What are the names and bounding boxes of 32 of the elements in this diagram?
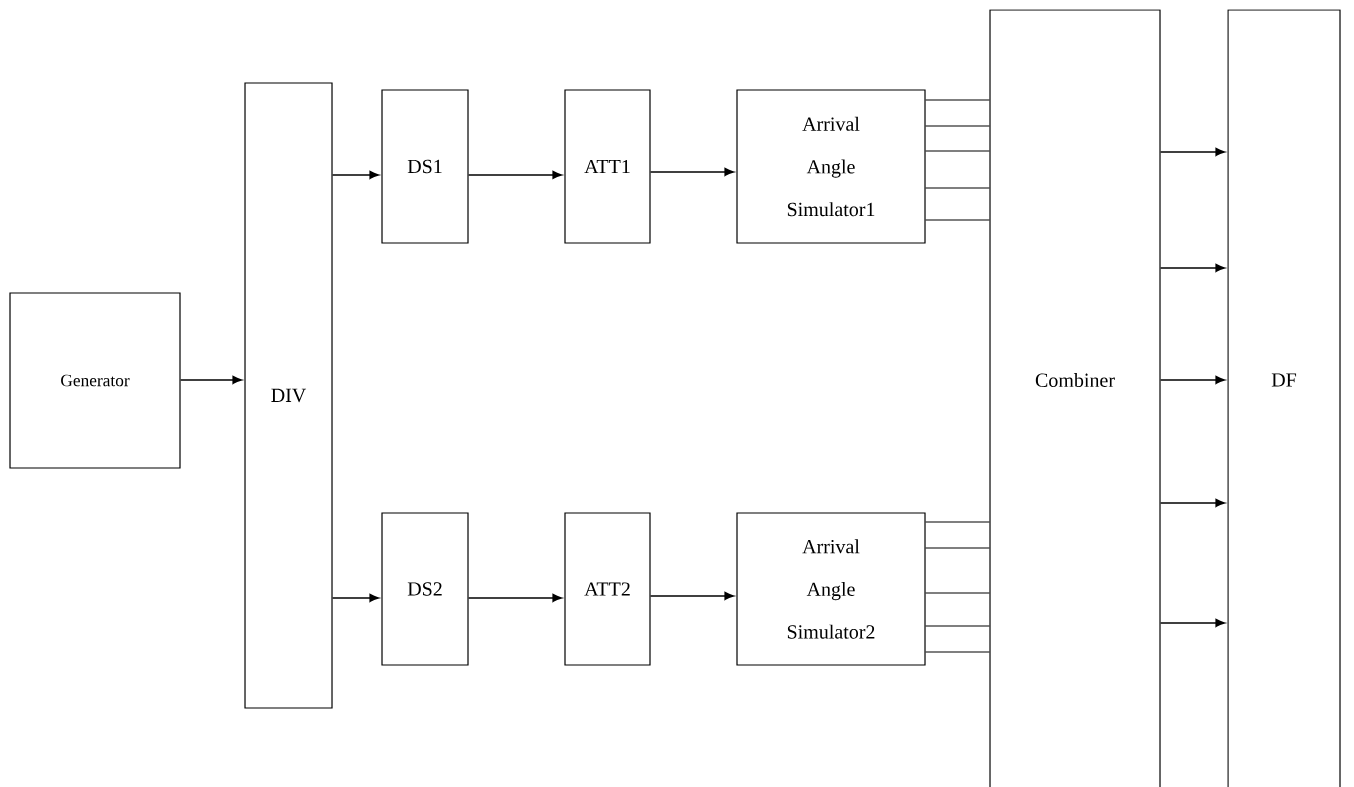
arrow (1159, 264, 1225, 272)
process-box: Arrival Angle Simulator1 (736, 89, 926, 244)
process-box: Combiner (989, 9, 1161, 787)
process-box: DF (1227, 9, 1341, 787)
connector-line (925, 651, 990, 653)
process-box: DIV (244, 82, 333, 709)
connector-line (925, 592, 990, 594)
connector-line (925, 125, 990, 127)
process-box: ATT1 (564, 89, 651, 244)
arrow (1159, 619, 1225, 627)
process-box: DS1 (381, 89, 469, 244)
connector-line (925, 150, 990, 152)
arrow (649, 592, 734, 600)
arrow (331, 594, 379, 602)
process-box: ATT2 (564, 512, 651, 666)
arrow (331, 171, 379, 179)
arrow (179, 376, 242, 384)
arrow (467, 171, 562, 179)
connector-line (925, 625, 990, 627)
connector-line (925, 99, 990, 101)
arrow (1159, 376, 1225, 384)
arrow (1159, 499, 1225, 507)
process-box: Arrival Angle Simulator2 (736, 512, 926, 666)
arrow (1159, 148, 1225, 156)
arrow (649, 168, 734, 176)
process-box: Generator (9, 292, 181, 469)
arrow (467, 594, 562, 602)
process-box: DS2 (381, 512, 469, 666)
connector-line (925, 219, 990, 221)
connector-line (925, 521, 990, 523)
connector-line (925, 187, 990, 189)
connector-line (925, 547, 990, 549)
